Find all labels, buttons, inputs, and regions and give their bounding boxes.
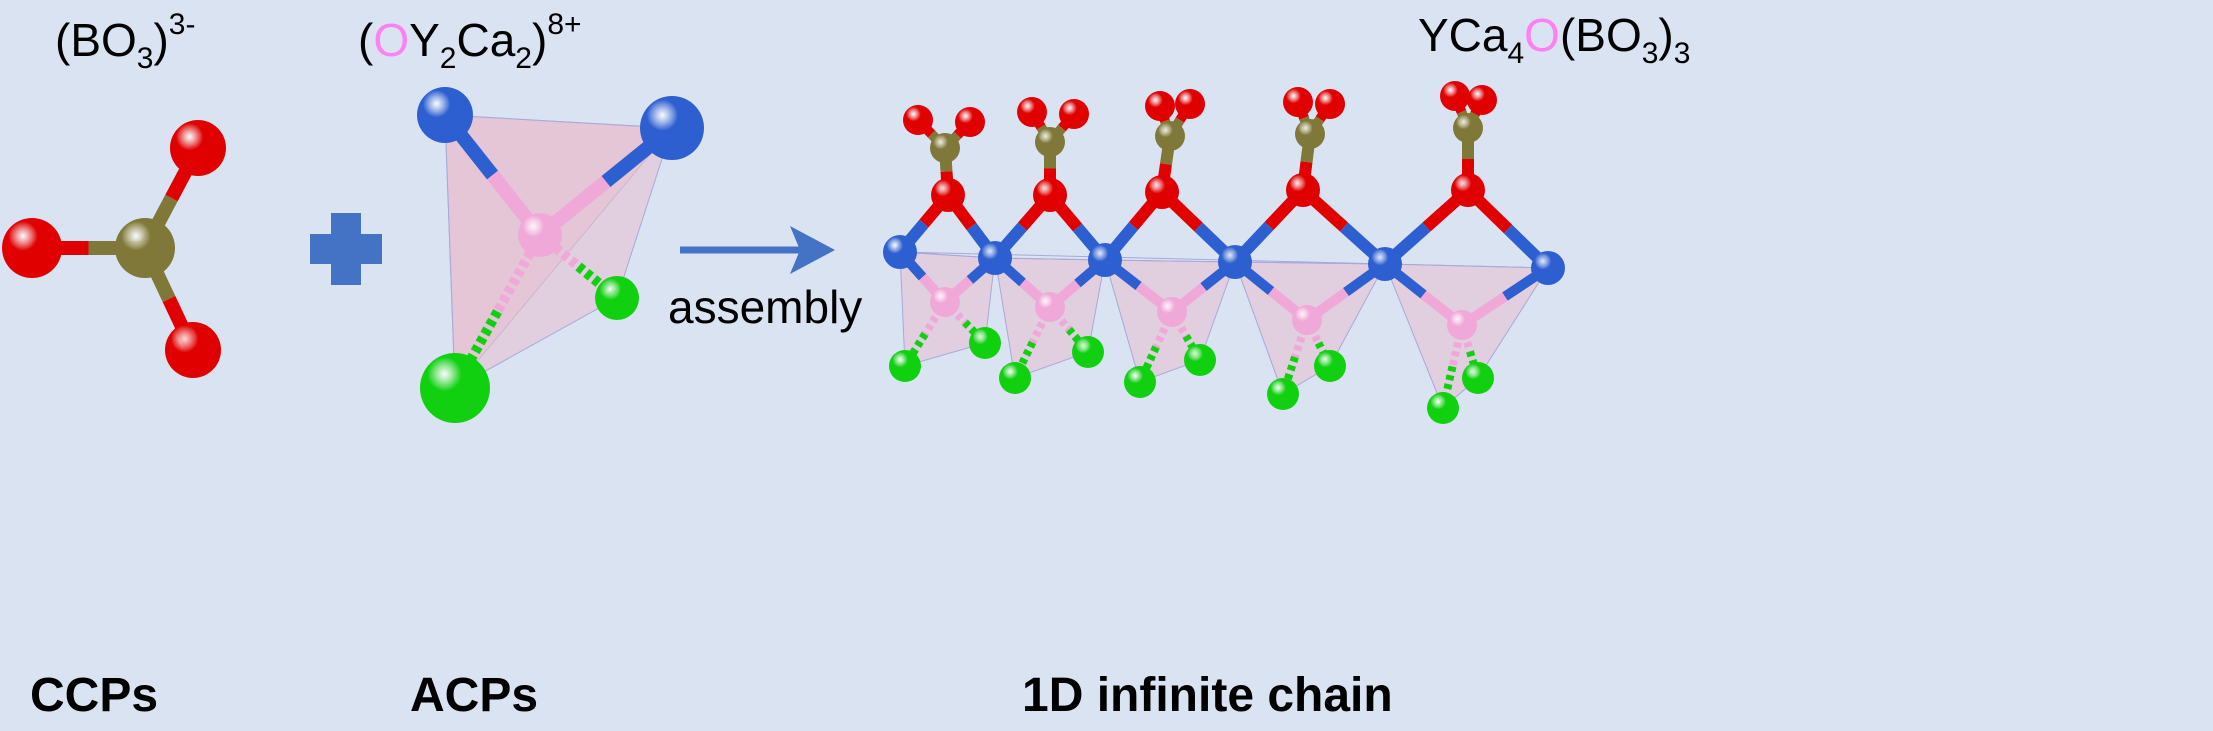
calcium-atom bbox=[1267, 378, 1299, 410]
anion-oxygen-atom bbox=[1035, 292, 1065, 322]
acp-label: ACPs bbox=[410, 669, 539, 722]
oxygen-atom bbox=[1315, 89, 1345, 119]
anion-oxygen-atom bbox=[518, 213, 562, 257]
bond bbox=[536, 231, 582, 271]
bond bbox=[1065, 326, 1092, 355]
yttrium-atom bbox=[1368, 247, 1402, 281]
bond bbox=[1439, 365, 1457, 409]
oxygen-atom bbox=[2, 218, 62, 278]
chain-label: 1D infinite chain bbox=[1022, 669, 1393, 722]
boron-atom bbox=[1155, 121, 1185, 151]
boron-atom bbox=[1453, 113, 1483, 143]
arrow-head-icon bbox=[790, 226, 835, 274]
oxygen-atom bbox=[165, 322, 221, 378]
anion-oxygen-atom bbox=[1157, 297, 1187, 327]
plus-icon bbox=[331, 213, 361, 285]
anion-oxygen-atom bbox=[1447, 310, 1477, 340]
calcium-atom bbox=[1184, 344, 1216, 376]
calcium-atom bbox=[999, 362, 1031, 394]
assembly-label: assembly bbox=[668, 281, 863, 333]
ccp-formula: (BO3)3- bbox=[55, 8, 196, 75]
yttrium-atom bbox=[1218, 245, 1252, 279]
calcium-atom bbox=[1072, 336, 1104, 368]
yttrium-atom bbox=[883, 235, 917, 269]
yttrium-atom bbox=[417, 87, 473, 143]
calcium-atom bbox=[1427, 392, 1459, 424]
boron-atom bbox=[930, 133, 960, 163]
yttrium-atom bbox=[640, 96, 704, 160]
oxygen-atom bbox=[1451, 173, 1485, 207]
calcium-atom bbox=[1462, 362, 1494, 394]
oxygen-atom bbox=[1145, 175, 1179, 209]
calcium-atom bbox=[595, 276, 639, 320]
bond bbox=[1136, 345, 1160, 384]
bond bbox=[1028, 305, 1054, 345]
calcium-atom bbox=[889, 350, 921, 382]
chain-formula: YCa4O(BO3)3 bbox=[1418, 9, 1691, 70]
bond bbox=[962, 319, 988, 346]
oxygen-atom bbox=[1059, 99, 1089, 129]
boron-atom bbox=[1295, 119, 1325, 149]
oxygen-atom bbox=[1145, 91, 1175, 121]
anion-oxygen-atom bbox=[930, 287, 960, 317]
yttrium-atom bbox=[1531, 251, 1565, 285]
oxygen-atom bbox=[1033, 178, 1067, 212]
oxygen-atom bbox=[903, 105, 933, 135]
bond bbox=[1011, 340, 1037, 380]
calcium-atom bbox=[1314, 350, 1346, 382]
acp-formula: (OY2Ca2)8+ bbox=[358, 8, 582, 75]
bond bbox=[921, 299, 949, 337]
oxygen-atom bbox=[1017, 97, 1047, 127]
oxygen-atom bbox=[1467, 85, 1497, 115]
bond bbox=[1279, 355, 1299, 396]
calcium-atom bbox=[420, 353, 490, 423]
boron-atom bbox=[115, 218, 175, 278]
oxygen-atom bbox=[1440, 81, 1470, 111]
ccp-label: CCPs bbox=[30, 669, 159, 722]
yttrium-atom bbox=[1088, 243, 1122, 277]
bond bbox=[1152, 310, 1176, 349]
bond bbox=[1448, 324, 1466, 368]
oxygen-atom bbox=[931, 178, 965, 212]
oxygen-atom bbox=[955, 107, 985, 137]
boron-atom bbox=[1035, 127, 1065, 157]
oxygen-atom bbox=[1283, 87, 1313, 117]
oxygen-atom bbox=[1175, 89, 1205, 119]
calcium-atom bbox=[1124, 366, 1156, 398]
anion-oxygen-atom bbox=[1292, 305, 1322, 335]
oxygen-atom bbox=[1286, 173, 1320, 207]
oxygen-atom bbox=[170, 120, 226, 176]
yttrium-atom bbox=[978, 241, 1012, 275]
calcium-atom bbox=[969, 327, 1001, 359]
bond bbox=[1291, 318, 1311, 359]
